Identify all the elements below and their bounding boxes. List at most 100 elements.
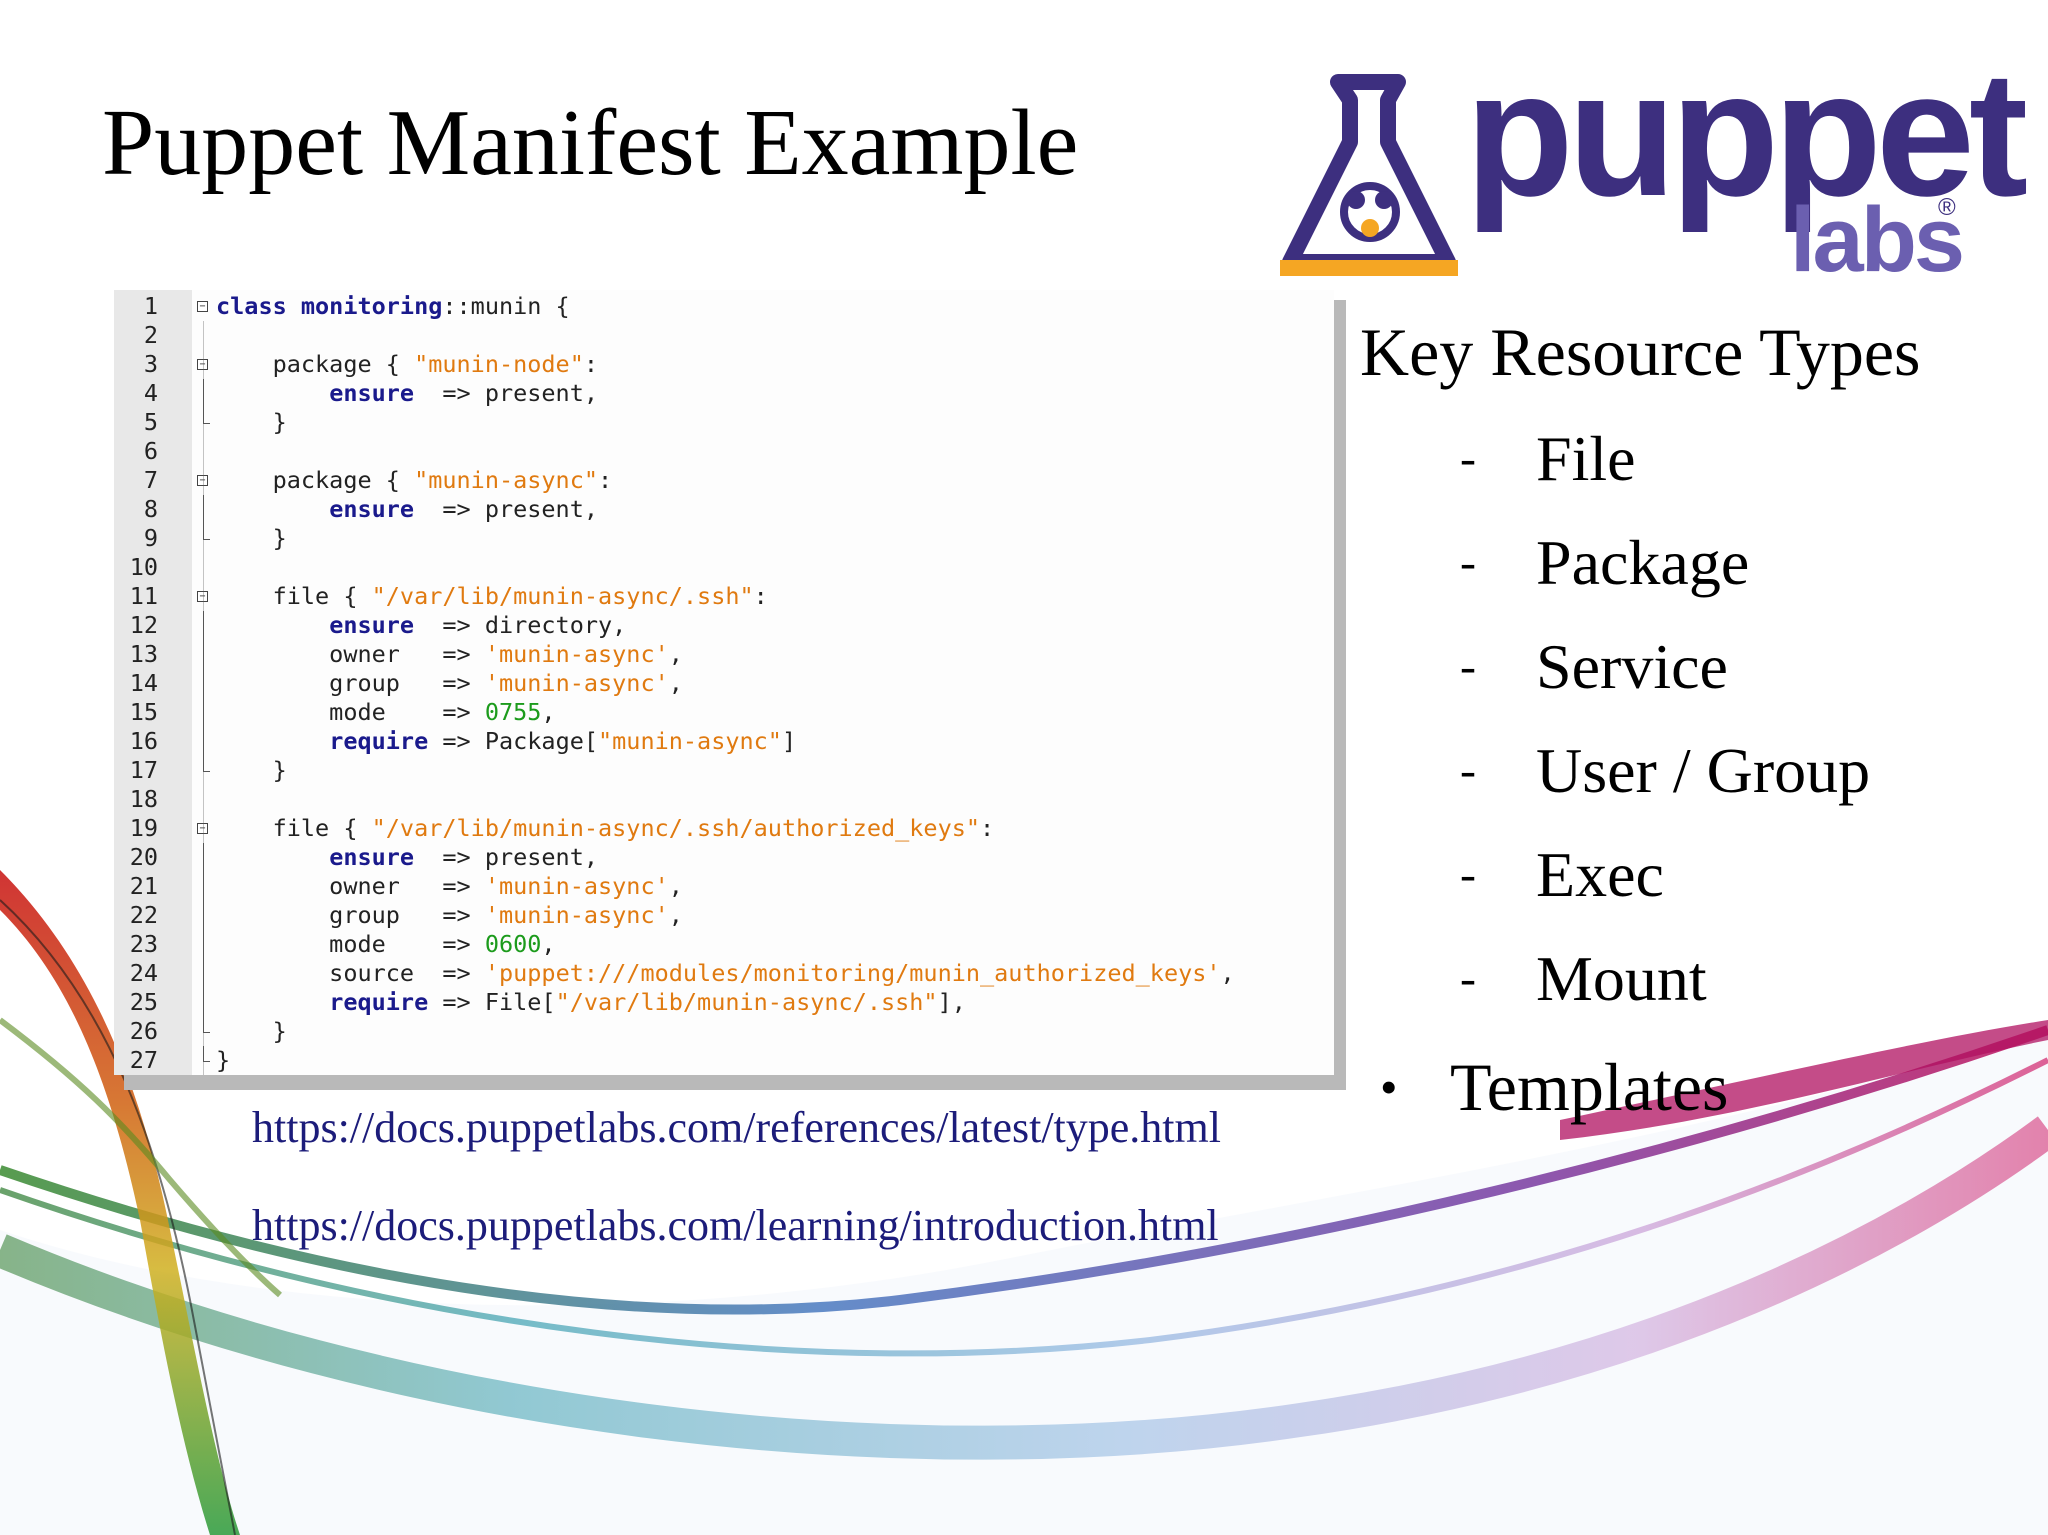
code-text: ensure => present,	[216, 843, 598, 872]
fold-guide-line	[203, 669, 204, 698]
code-keyword: ensure	[329, 495, 415, 523]
code-token: }	[216, 756, 287, 784]
code-line: 20 ensure => present,	[114, 843, 1334, 872]
line-number: 8	[143, 495, 158, 523]
code-string: 'munin-async'	[484, 640, 669, 668]
code-line: 8 ensure => present,	[114, 495, 1334, 524]
code-line: 15 mode => 0755,	[114, 698, 1334, 727]
dash-marker: -	[1460, 536, 1476, 589]
resource-type-label: Exec	[1536, 839, 1664, 910]
fold-toggle-icon[interactable]: −	[197, 590, 208, 602]
code-token: ,	[668, 901, 683, 929]
code-line: 16 require => Package["munin-async"]	[114, 727, 1334, 756]
resource-types-heading: Key Resource Types	[1360, 314, 1921, 390]
code-text: }	[216, 408, 287, 437]
fold-guide-line	[203, 1017, 204, 1032]
code-token: }	[216, 408, 287, 436]
code-token: ,	[668, 640, 683, 668]
line-number: 18	[129, 785, 158, 813]
code-token: :	[598, 466, 613, 494]
code-token: owner =>	[216, 872, 485, 900]
code-text: require => Package["munin-async"]	[216, 727, 796, 756]
code-token: ],	[937, 988, 966, 1016]
code-keyword: ensure	[329, 379, 415, 407]
code-text: }	[216, 524, 287, 553]
dash-marker: -	[1460, 952, 1476, 1005]
code-token: => Package[	[428, 727, 599, 755]
code-token	[216, 379, 329, 407]
code-text: require => File["/var/lib/munin-async/.s…	[216, 988, 966, 1017]
code-token: => present,	[414, 495, 599, 523]
code-line: 2	[114, 321, 1334, 350]
code-text: ensure => present,	[216, 379, 598, 408]
code-token: source =>	[216, 959, 485, 987]
code-token	[216, 495, 329, 523]
fold-toggle-icon[interactable]: −	[197, 300, 208, 312]
code-line: 3 package { "munin-node":	[114, 350, 1334, 379]
fold-guide-line	[203, 843, 204, 872]
code-string: 'munin-async'	[484, 901, 669, 929]
code-token: => present,	[414, 379, 599, 407]
fold-toggle-icon[interactable]: −	[197, 358, 208, 370]
code-token: ,	[541, 930, 556, 958]
dash-marker: -	[1460, 432, 1476, 485]
code-token: file {	[216, 814, 372, 842]
code-token: :	[980, 814, 995, 842]
line-number: 4	[143, 379, 158, 407]
code-token: group =>	[216, 901, 485, 929]
line-number: 23	[129, 930, 158, 958]
resource-type-label: Package	[1536, 527, 1750, 598]
puppet-flask-icon	[1280, 74, 1458, 276]
fold-end-marker	[203, 422, 210, 424]
code-token: }	[216, 1046, 231, 1074]
code-text: ensure => directory,	[216, 611, 626, 640]
line-number: 3	[143, 350, 158, 378]
code-line: 5 }	[114, 408, 1334, 437]
fold-guide-line	[203, 495, 204, 524]
fold-toggle-icon[interactable]: −	[197, 822, 208, 834]
code-line: 19 file { "/var/lib/munin-async/.ssh/aut…	[114, 814, 1334, 843]
fold-guide-line	[203, 379, 204, 408]
slide-title: Puppet Manifest Example	[102, 91, 1079, 195]
code-string: "munin-async"	[414, 466, 599, 494]
fold-guide-line	[203, 640, 204, 669]
code-token: package {	[216, 350, 415, 378]
code-token: ,	[541, 698, 556, 726]
code-keyword: class	[216, 292, 301, 320]
code-token: => directory,	[414, 611, 627, 639]
code-text: group => 'munin-async',	[216, 669, 683, 698]
line-number: 25	[129, 988, 158, 1016]
line-number: 16	[129, 727, 158, 755]
dash-marker: -	[1460, 744, 1476, 797]
code-token	[216, 988, 329, 1016]
bullet-icon: •	[1380, 1059, 1398, 1115]
templates-label: Templates	[1450, 1049, 1729, 1125]
reference-link-type[interactable]: https://docs.puppetlabs.com/references/l…	[252, 1103, 1221, 1152]
code-line: 22 group => 'munin-async',	[114, 901, 1334, 930]
resource-type-label: User / Group	[1536, 735, 1871, 806]
code-token: ,	[668, 872, 683, 900]
code-text: mode => 0600,	[216, 930, 556, 959]
fold-end-marker	[203, 1031, 210, 1033]
line-number: 14	[129, 669, 158, 697]
code-keyword: require	[329, 727, 429, 755]
code-token: file {	[216, 582, 372, 610]
code-keyword: monitoring	[300, 292, 443, 320]
code-text: }	[216, 756, 287, 785]
resource-type-label: File	[1536, 423, 1636, 494]
code-line: 12 ensure => directory,	[114, 611, 1334, 640]
fold-toggle-icon[interactable]: −	[197, 474, 208, 486]
code-token	[216, 727, 329, 755]
reference-link-learning[interactable]: https://docs.puppetlabs.com/learning/int…	[252, 1201, 1219, 1250]
line-number: 19	[129, 814, 158, 842]
resource-type-label: Service	[1536, 631, 1728, 702]
fold-end-marker	[203, 538, 210, 540]
fold-guide-line	[203, 901, 204, 930]
logo-wordmark: puppet	[1465, 34, 2028, 233]
code-token	[216, 843, 329, 871]
code-line: 26 }	[114, 1017, 1334, 1046]
fold-guide-line	[203, 756, 204, 771]
code-number: 0755	[484, 698, 542, 726]
code-keyword: ensure	[329, 611, 415, 639]
line-number: 5	[143, 408, 158, 436]
